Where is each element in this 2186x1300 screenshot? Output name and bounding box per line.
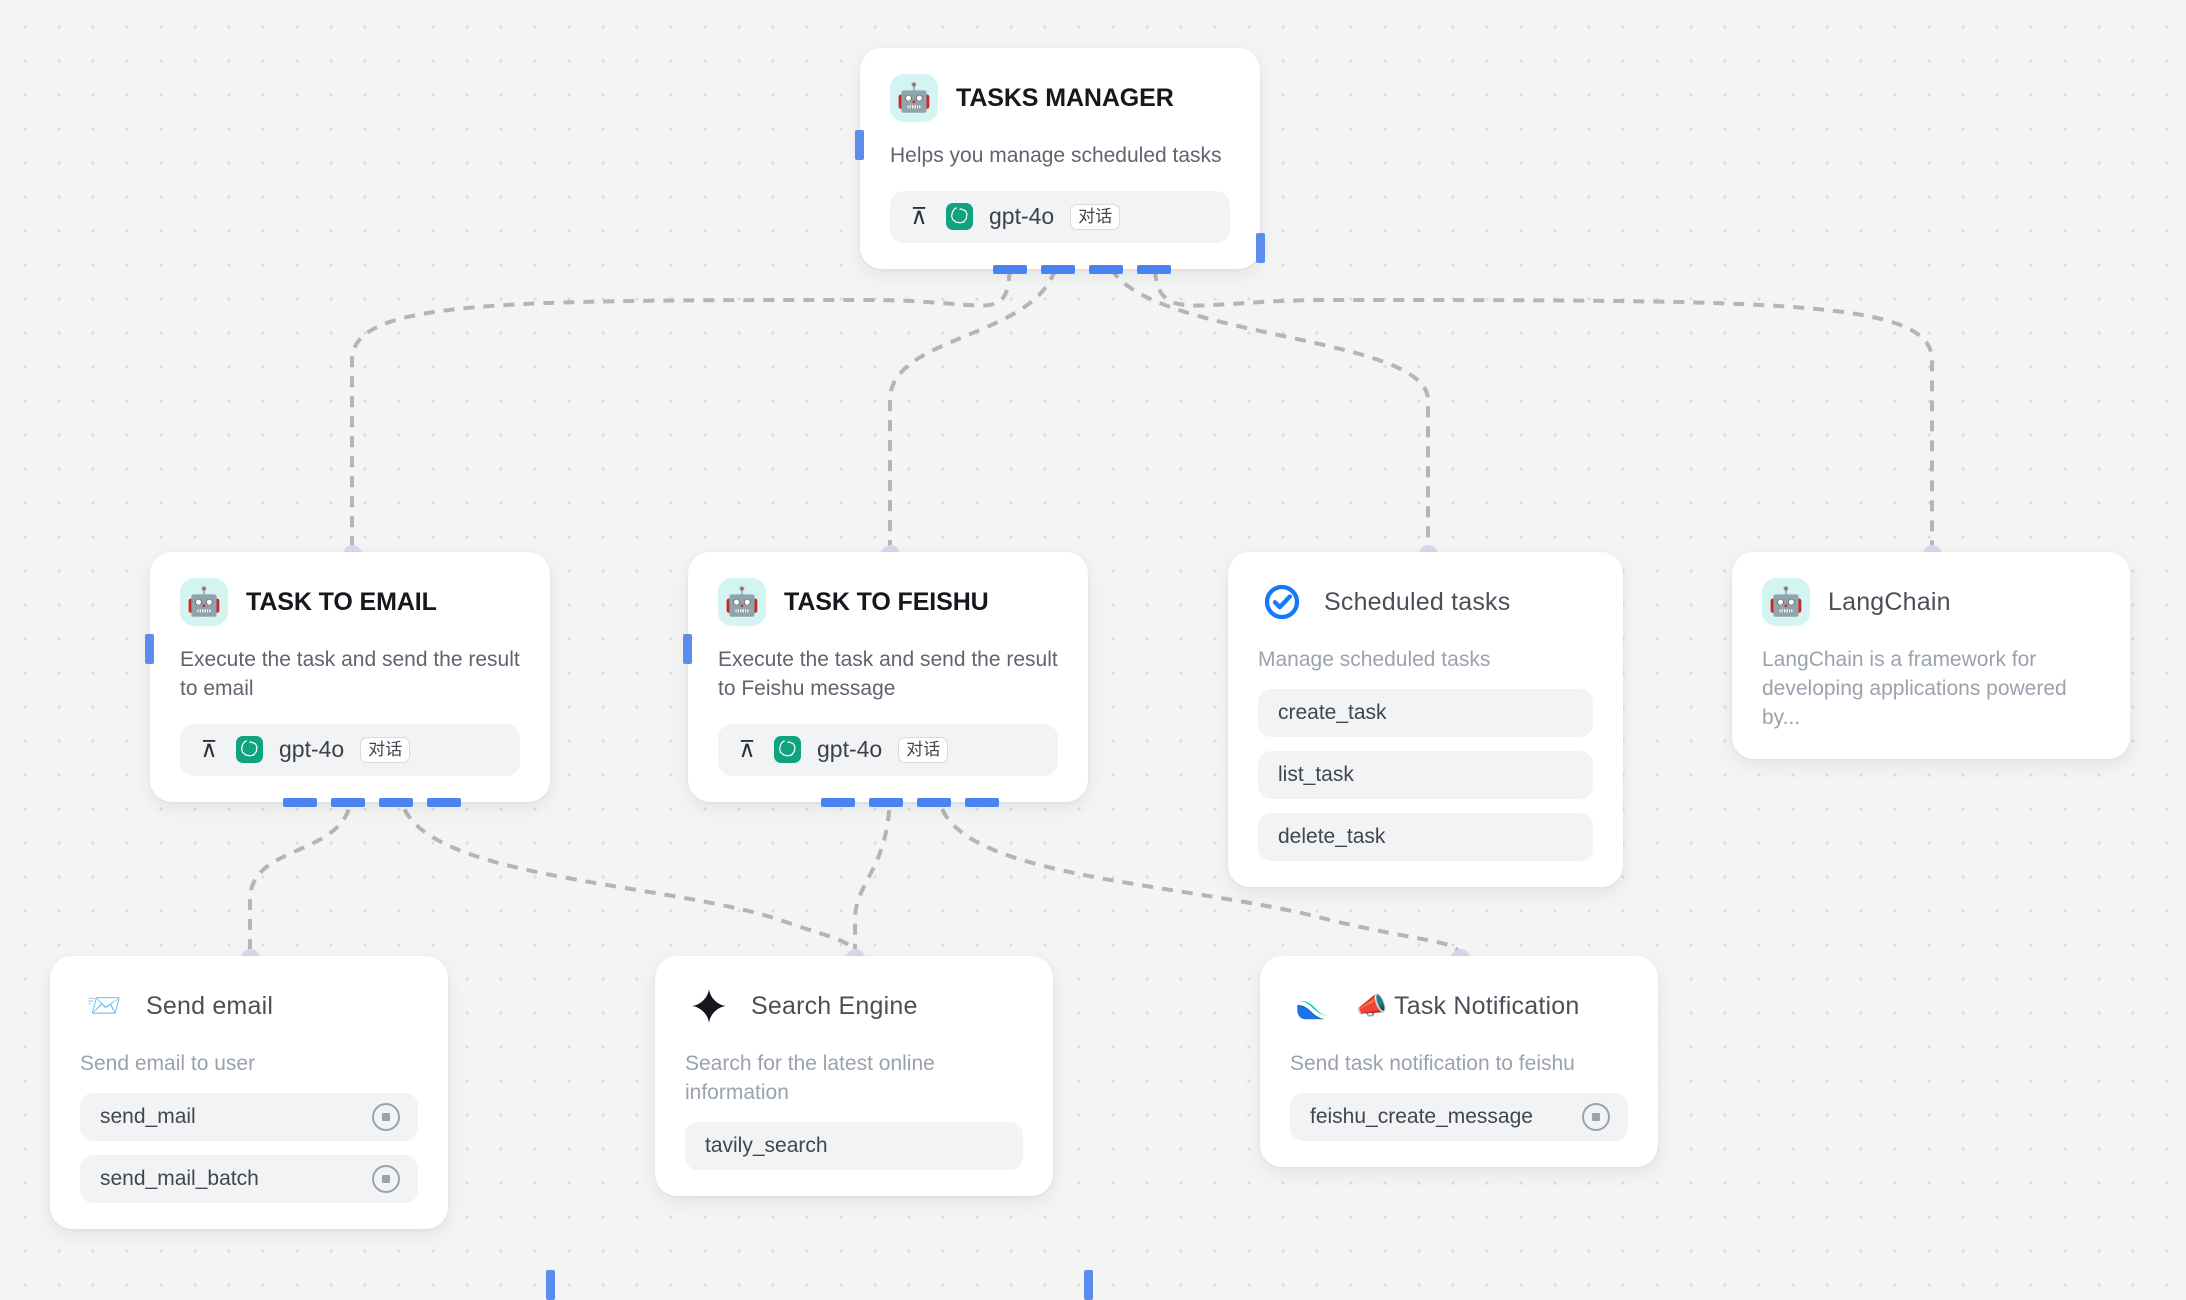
model-selector[interactable]: ⊼ gpt-4o 对话 [890,190,1230,243]
node-send-email[interactable]: 📨 Send email Send email to user send_mai… [50,956,448,1229]
node-header: 🤖 TASKS MANAGER [890,74,1230,122]
stop-circle-icon[interactable] [372,1164,400,1193]
node-title: Search Engine [751,991,918,1020]
tool-name: delete_task [1278,824,1386,848]
sparkle-icon [685,982,733,1030]
node-description: LangChain is a framework for developing … [1762,648,2067,729]
stop-circle-icon[interactable] [1582,1102,1610,1131]
model-name: gpt-4o [989,203,1055,230]
tool-name: create_task [1278,700,1387,724]
handle-bottom-3-task-to-feishu[interactable] [917,797,951,807]
robot-icon: 🤖 [718,578,766,626]
email-icon: 📨 [80,982,128,1030]
handle-left-task-to-email[interactable] [145,634,154,664]
tool-row[interactable]: create_task [1258,688,1593,737]
tool-row[interactable]: list_task [1258,750,1593,799]
tool-row[interactable]: feishu_create_message [1290,1092,1628,1141]
handle-bottom-1-tasks-manager[interactable] [993,264,1027,274]
model-name: gpt-4o [817,736,883,763]
tool-row[interactable]: tavily_search [685,1121,1023,1170]
node-header: 🤖 LangChain [1762,578,2100,626]
node-search-engine[interactable]: Search Engine Search for the latest onli… [655,956,1053,1196]
model-selector[interactable]: ⊼ gpt-4o 对话 [718,723,1058,776]
node-description: Send email to user [80,1052,256,1075]
tool-row[interactable]: delete_task [1258,812,1593,861]
node-description: Execute the task and send the result to … [180,648,520,700]
handle-right-task-to-email[interactable] [546,1270,555,1300]
handle-bottom-2-task-to-email[interactable] [331,797,365,807]
node-description: Search for the latest online information [685,1052,935,1104]
edge-email-to-search-engine [398,789,857,957]
check-circle-icon [1258,578,1306,626]
model-mode-badge: 对话 [898,736,949,764]
node-header: 🤖 TASK TO FEISHU [718,578,1058,626]
node-task-notification[interactable]: 📣 Task Notification Send task notificati… [1260,956,1658,1167]
handle-left-tasks-manager[interactable] [855,130,864,160]
node-header: Search Engine [685,982,1023,1030]
collapse-icon[interactable]: ⊼ [738,736,756,763]
handle-bottom-3-tasks-manager[interactable] [1089,264,1123,274]
robot-icon: 🤖 [890,74,938,122]
handle-bottom-4-task-to-email[interactable] [427,797,461,807]
robot-icon: 🤖 [1762,578,1810,626]
node-title: TASK TO EMAIL [246,587,437,616]
node-title: TASKS MANAGER [956,83,1174,112]
node-header: 🤖 TASK TO EMAIL [180,578,520,626]
node-description: Send task notification to feishu [1290,1052,1575,1075]
edge-email-to-send-email [248,789,354,956]
tool-name: send_mail [100,1104,196,1128]
collapse-icon[interactable]: ⊼ [910,203,928,230]
node-task-to-email[interactable]: 🤖 TASK TO EMAIL Execute the task and sen… [145,552,555,1300]
node-title: Send email [146,991,274,1020]
tool-row[interactable]: send_mail [80,1092,418,1141]
node-task-to-feishu[interactable]: 🤖 TASK TO FEISHU Execute the task and se… [683,552,1093,1300]
model-mode-badge: 对话 [1070,203,1121,231]
node-description: Manage scheduled tasks [1258,648,1491,671]
tool-name: feishu_create_message [1310,1104,1533,1128]
node-description: Execute the task and send the result to … [718,648,1058,700]
node-scheduled-tasks[interactable]: Scheduled tasks Manage scheduled tasks c… [1228,552,1623,887]
node-header: 📣 Task Notification [1290,982,1628,1030]
robot-icon: 🤖 [180,578,228,626]
edge-manager-to-task-to-feishu [888,249,1060,552]
node-langchain[interactable]: 🤖 LangChain LangChain is a framework for… [1732,552,2130,759]
handle-right-task-to-feishu[interactable] [1084,1270,1093,1300]
openai-logo-icon [946,203,973,231]
openai-logo-icon [236,736,263,764]
tool-name: tavily_search [705,1133,828,1157]
tool-name: list_task [1278,762,1354,786]
node-title: Scheduled tasks [1324,587,1511,616]
handle-right-tasks-manager[interactable] [1256,233,1265,263]
node-title: 📣 Task Notification [1356,991,1580,1020]
tool-name: send_mail_batch [100,1166,259,1190]
feishu-logo-icon [1290,982,1338,1030]
handle-bottom-4-task-to-feishu[interactable] [965,797,999,807]
handle-bottom-2-task-to-feishu[interactable] [869,797,903,807]
node-title: TASK TO FEISHU [784,587,989,616]
edge-manager-to-langchain [1152,249,1934,552]
model-name: gpt-4o [279,736,345,763]
node-description: Helps you manage scheduled tasks [890,144,1222,167]
edge-manager-to-task-to-email [350,249,1012,552]
edge-feishu-to-search-engine [853,789,892,956]
handle-bottom-1-task-to-email[interactable] [283,797,317,807]
handle-bottom-4-tasks-manager[interactable] [1137,264,1171,274]
handle-bottom-3-task-to-email[interactable] [379,797,413,807]
handle-bottom-1-task-to-feishu[interactable] [821,797,855,807]
edge-manager-to-scheduled-tasks [1104,249,1430,552]
handle-left-task-to-feishu[interactable] [683,634,692,664]
openai-logo-icon [774,736,801,764]
handle-bottom-2-tasks-manager[interactable] [1041,264,1075,274]
model-selector[interactable]: ⊼ gpt-4o 对话 [180,723,520,776]
node-header: Scheduled tasks [1258,578,1593,626]
node-title: LangChain [1828,587,1951,616]
tool-row[interactable]: send_mail_batch [80,1154,418,1203]
model-mode-badge: 对话 [360,736,411,764]
node-header: 📨 Send email [80,982,418,1030]
collapse-icon[interactable]: ⊼ [200,736,218,763]
node-tasks-manager[interactable]: 🤖 TASKS MANAGER Helps you manage schedul… [855,48,1265,274]
stop-circle-icon[interactable] [372,1102,400,1131]
